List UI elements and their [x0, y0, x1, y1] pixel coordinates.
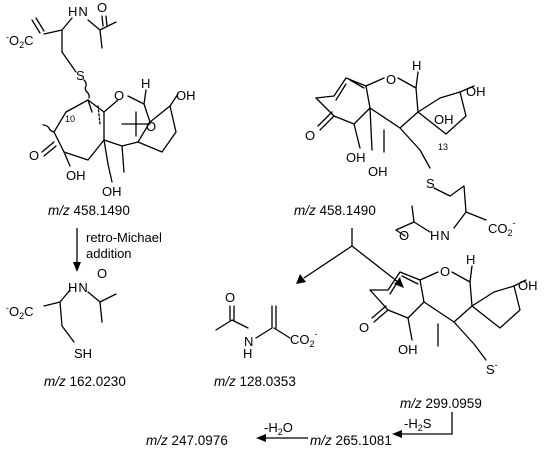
ketone-o-label-2: O: [305, 128, 315, 143]
ketone-o-label-5: O: [359, 320, 369, 335]
amide-nh-label-4: N: [244, 334, 253, 349]
arrow-label-h2o: -H2O: [264, 420, 293, 437]
hydroxyl-label-8: OH: [398, 342, 418, 357]
position-label-10: 10: [65, 114, 75, 124]
compound-n-acetylcysteine: -O2C HN O SH m/z 162.0230: [6, 266, 126, 389]
carboxylate-label-2: CO2-: [488, 218, 516, 238]
epoxide-o-label: O: [146, 119, 156, 134]
arrow-label-addition: addition: [86, 246, 132, 261]
arrow-label-h2s: -H2S: [404, 416, 432, 433]
mz-label-265: m/z 265.1081: [310, 433, 392, 448]
h-label-1: H: [141, 76, 150, 91]
hydroxyl-label-9: OH: [518, 278, 538, 293]
amide-nh-label-2: HN: [430, 228, 450, 243]
mz-label-458-left: m/z 458.1490: [48, 203, 130, 218]
hydroxyl-label-1: OH: [66, 168, 86, 183]
h-label-2: H: [412, 58, 421, 73]
acetyl-o-label-4: O: [225, 290, 235, 305]
ketone-o-label: O: [29, 148, 39, 163]
hydroxyl-label-4: OH: [346, 150, 366, 165]
arrow-fragmentation-split: [296, 228, 404, 288]
position-label-13: 13: [438, 142, 448, 152]
arrow-loss-h2o: -H2O: [256, 420, 308, 442]
pyran-o-label-5: O: [440, 264, 450, 279]
compound-conjugate-c10: -O2C HN O S 10 O OH O H O OH OH m/z 458.…: [6, 0, 196, 218]
compound-thiolate-fragment: O OH O H OH S- m/z 299.0959: [359, 252, 538, 411]
mz-label-458-right: m/z 458.1490: [294, 203, 376, 218]
hydroxyl-label-6: OH: [434, 112, 454, 127]
hydroxyl-label-3: OH: [102, 184, 122, 199]
thioether-s-label-2: S: [426, 176, 435, 191]
hydroxyl-label-5: OH: [466, 84, 486, 99]
carboxylate-label-3: -O2C: [6, 303, 34, 321]
pyran-o-label: O: [114, 88, 124, 103]
arrow-loss-h2s: -H2S: [392, 412, 453, 438]
compound-conjugate-c13: O OH O H OH OH 13 OH S CO2- HN O m/z 458…: [294, 58, 516, 243]
mz-label-299: m/z 299.0959: [400, 396, 482, 411]
hydroxyl-label-7: OH: [368, 164, 388, 179]
mz-label-128: m/z 128.0353: [214, 374, 296, 389]
acetyl-o-label: O: [97, 0, 107, 15]
mz-label-247: m/z 247.0976: [146, 433, 228, 448]
h-label-3: H: [466, 252, 475, 267]
carboxylate-label-4: CO2-: [290, 329, 318, 349]
thioether-s-label: S: [76, 68, 85, 83]
compound-dehydroalanine: O N H CO2- m/z 128.0353: [214, 290, 318, 389]
hydroxyl-label-2: OH: [176, 88, 196, 103]
amide-nh-label-3: HN: [68, 280, 88, 295]
arrow-retro-michael: retro-Michael addition: [73, 228, 162, 272]
arrow-label-retro-michael: retro-Michael: [86, 230, 162, 245]
thiol-sh-label: SH: [74, 346, 92, 361]
pyran-o-label-2: O: [386, 72, 396, 87]
thiolate-s-label: S-: [486, 360, 498, 377]
amide-h-label-4: H: [243, 346, 252, 361]
amide-nh-label: HN: [68, 4, 88, 19]
mz-label-162: m/z 162.0230: [44, 374, 126, 389]
acetyl-o-label-3: O: [97, 266, 107, 281]
carboxylate-label: -O2C: [6, 32, 34, 50]
